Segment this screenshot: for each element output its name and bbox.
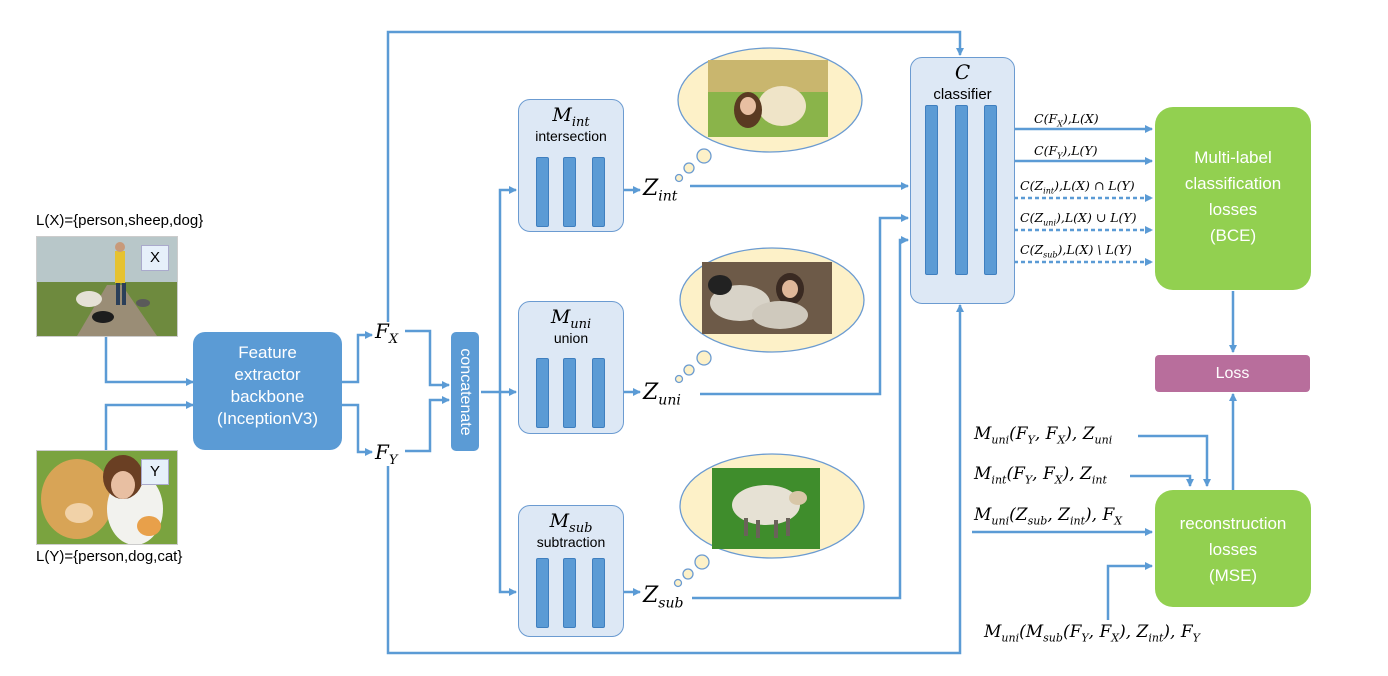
- input-y-tag: Y: [141, 459, 169, 485]
- module-uni-symbol: Muni: [550, 306, 592, 332]
- backbone-line-1: Feature: [238, 343, 297, 362]
- module-union: Muni union: [518, 301, 624, 434]
- module-int-layer: [592, 157, 605, 227]
- classifier-symbol: C: [954, 60, 971, 84]
- classifier-output-zint: C(Zint),L(X) ∩ L(Y): [1020, 178, 1135, 196]
- multilabel-line-2: classification: [1184, 174, 1282, 193]
- multilabel-classification-losses: Multi-label classification losses (BCE): [1155, 107, 1311, 290]
- multilabel-line-3: losses: [1208, 200, 1258, 219]
- module-sub-layer: [563, 558, 576, 628]
- recon-term-union: Muni(FY, FX), Zuni: [974, 424, 1113, 447]
- module-int-layer: [563, 157, 576, 227]
- module-sub-layer: [592, 558, 605, 628]
- module-uni-name: union: [553, 330, 589, 346]
- x-label-set: L(X)={person,sheep,dog}: [36, 212, 204, 229]
- output-z-uni: Zuni: [643, 380, 681, 409]
- concatenate-label: concatenate: [457, 347, 474, 436]
- module-uni-layer: [592, 358, 605, 428]
- thought-cloud-union: [674, 247, 865, 384]
- backbone-line-2: extractor: [234, 365, 301, 384]
- thought-cloud-intersection: [674, 47, 863, 183]
- input-image-x: X: [36, 236, 178, 337]
- classifier-layer: [984, 105, 997, 275]
- classifier-output-fx: C(FX),L(X): [1034, 111, 1099, 129]
- thought-cloud-subtraction: [673, 453, 865, 588]
- module-int-symbol: Mint: [552, 104, 590, 130]
- feature-fx: FX: [375, 319, 399, 347]
- recon-term-sub-fx: Muni(Zsub, Zint), FX: [974, 505, 1123, 528]
- multilabel-line-4: (BCE): [1209, 226, 1257, 245]
- y-label-set: L(Y)={person,dog,cat}: [36, 548, 183, 565]
- output-z-sub: Zsub: [643, 583, 684, 612]
- classifier-layer: [925, 105, 938, 275]
- module-int-name: intersection: [535, 128, 607, 144]
- feature-fy: FY: [375, 440, 398, 468]
- output-z-int: Zint: [643, 176, 678, 205]
- person-dog-cat-photo: [37, 451, 177, 544]
- recon-term-sub-fy: Muni(Msub(FY, FX), Zint), FY: [984, 622, 1200, 645]
- classifier-name: classifier: [933, 86, 992, 103]
- module-uni-layer: [536, 358, 549, 428]
- total-loss: Loss: [1155, 355, 1310, 392]
- classifier-output-fy: C(FY),L(Y): [1034, 143, 1098, 161]
- concatenate-block: concatenate: [451, 332, 479, 451]
- reconstruction-line-3: (MSE): [1208, 566, 1258, 585]
- module-uni-layer: [563, 358, 576, 428]
- feature-extractor-backbone: Feature extractor backbone (InceptionV3): [193, 332, 342, 450]
- classifier-block: C classifier: [910, 57, 1015, 304]
- module-sub-layer: [536, 558, 549, 628]
- backbone-line-3: backbone: [230, 387, 305, 406]
- backbone-line-4: (InceptionV3): [216, 409, 319, 428]
- reconstruction-line-1: reconstruction: [1179, 514, 1287, 533]
- module-subtraction: Msub subtraction: [518, 505, 624, 637]
- module-sub-name: subtraction: [536, 534, 606, 550]
- classifier-output-zsub: C(Zsub),L(X) \ L(Y): [1020, 242, 1132, 260]
- multilabel-line-1: Multi-label: [1194, 148, 1272, 167]
- classifier-layer: [955, 105, 968, 275]
- classifier-output-zuni: C(Zuni),L(X) ∪ L(Y): [1020, 210, 1137, 228]
- module-int-layer: [536, 157, 549, 227]
- reconstruction-line-2: losses: [1208, 540, 1258, 559]
- module-intersection: Mint intersection: [518, 99, 624, 232]
- reconstruction-losses: reconstruction losses (MSE): [1155, 490, 1311, 607]
- module-sub-symbol: Msub: [549, 510, 593, 536]
- input-image-y: Y: [36, 450, 178, 545]
- recon-term-intersection: Mint(FY, FX), Zint: [974, 464, 1107, 487]
- input-x-tag: X: [141, 245, 169, 271]
